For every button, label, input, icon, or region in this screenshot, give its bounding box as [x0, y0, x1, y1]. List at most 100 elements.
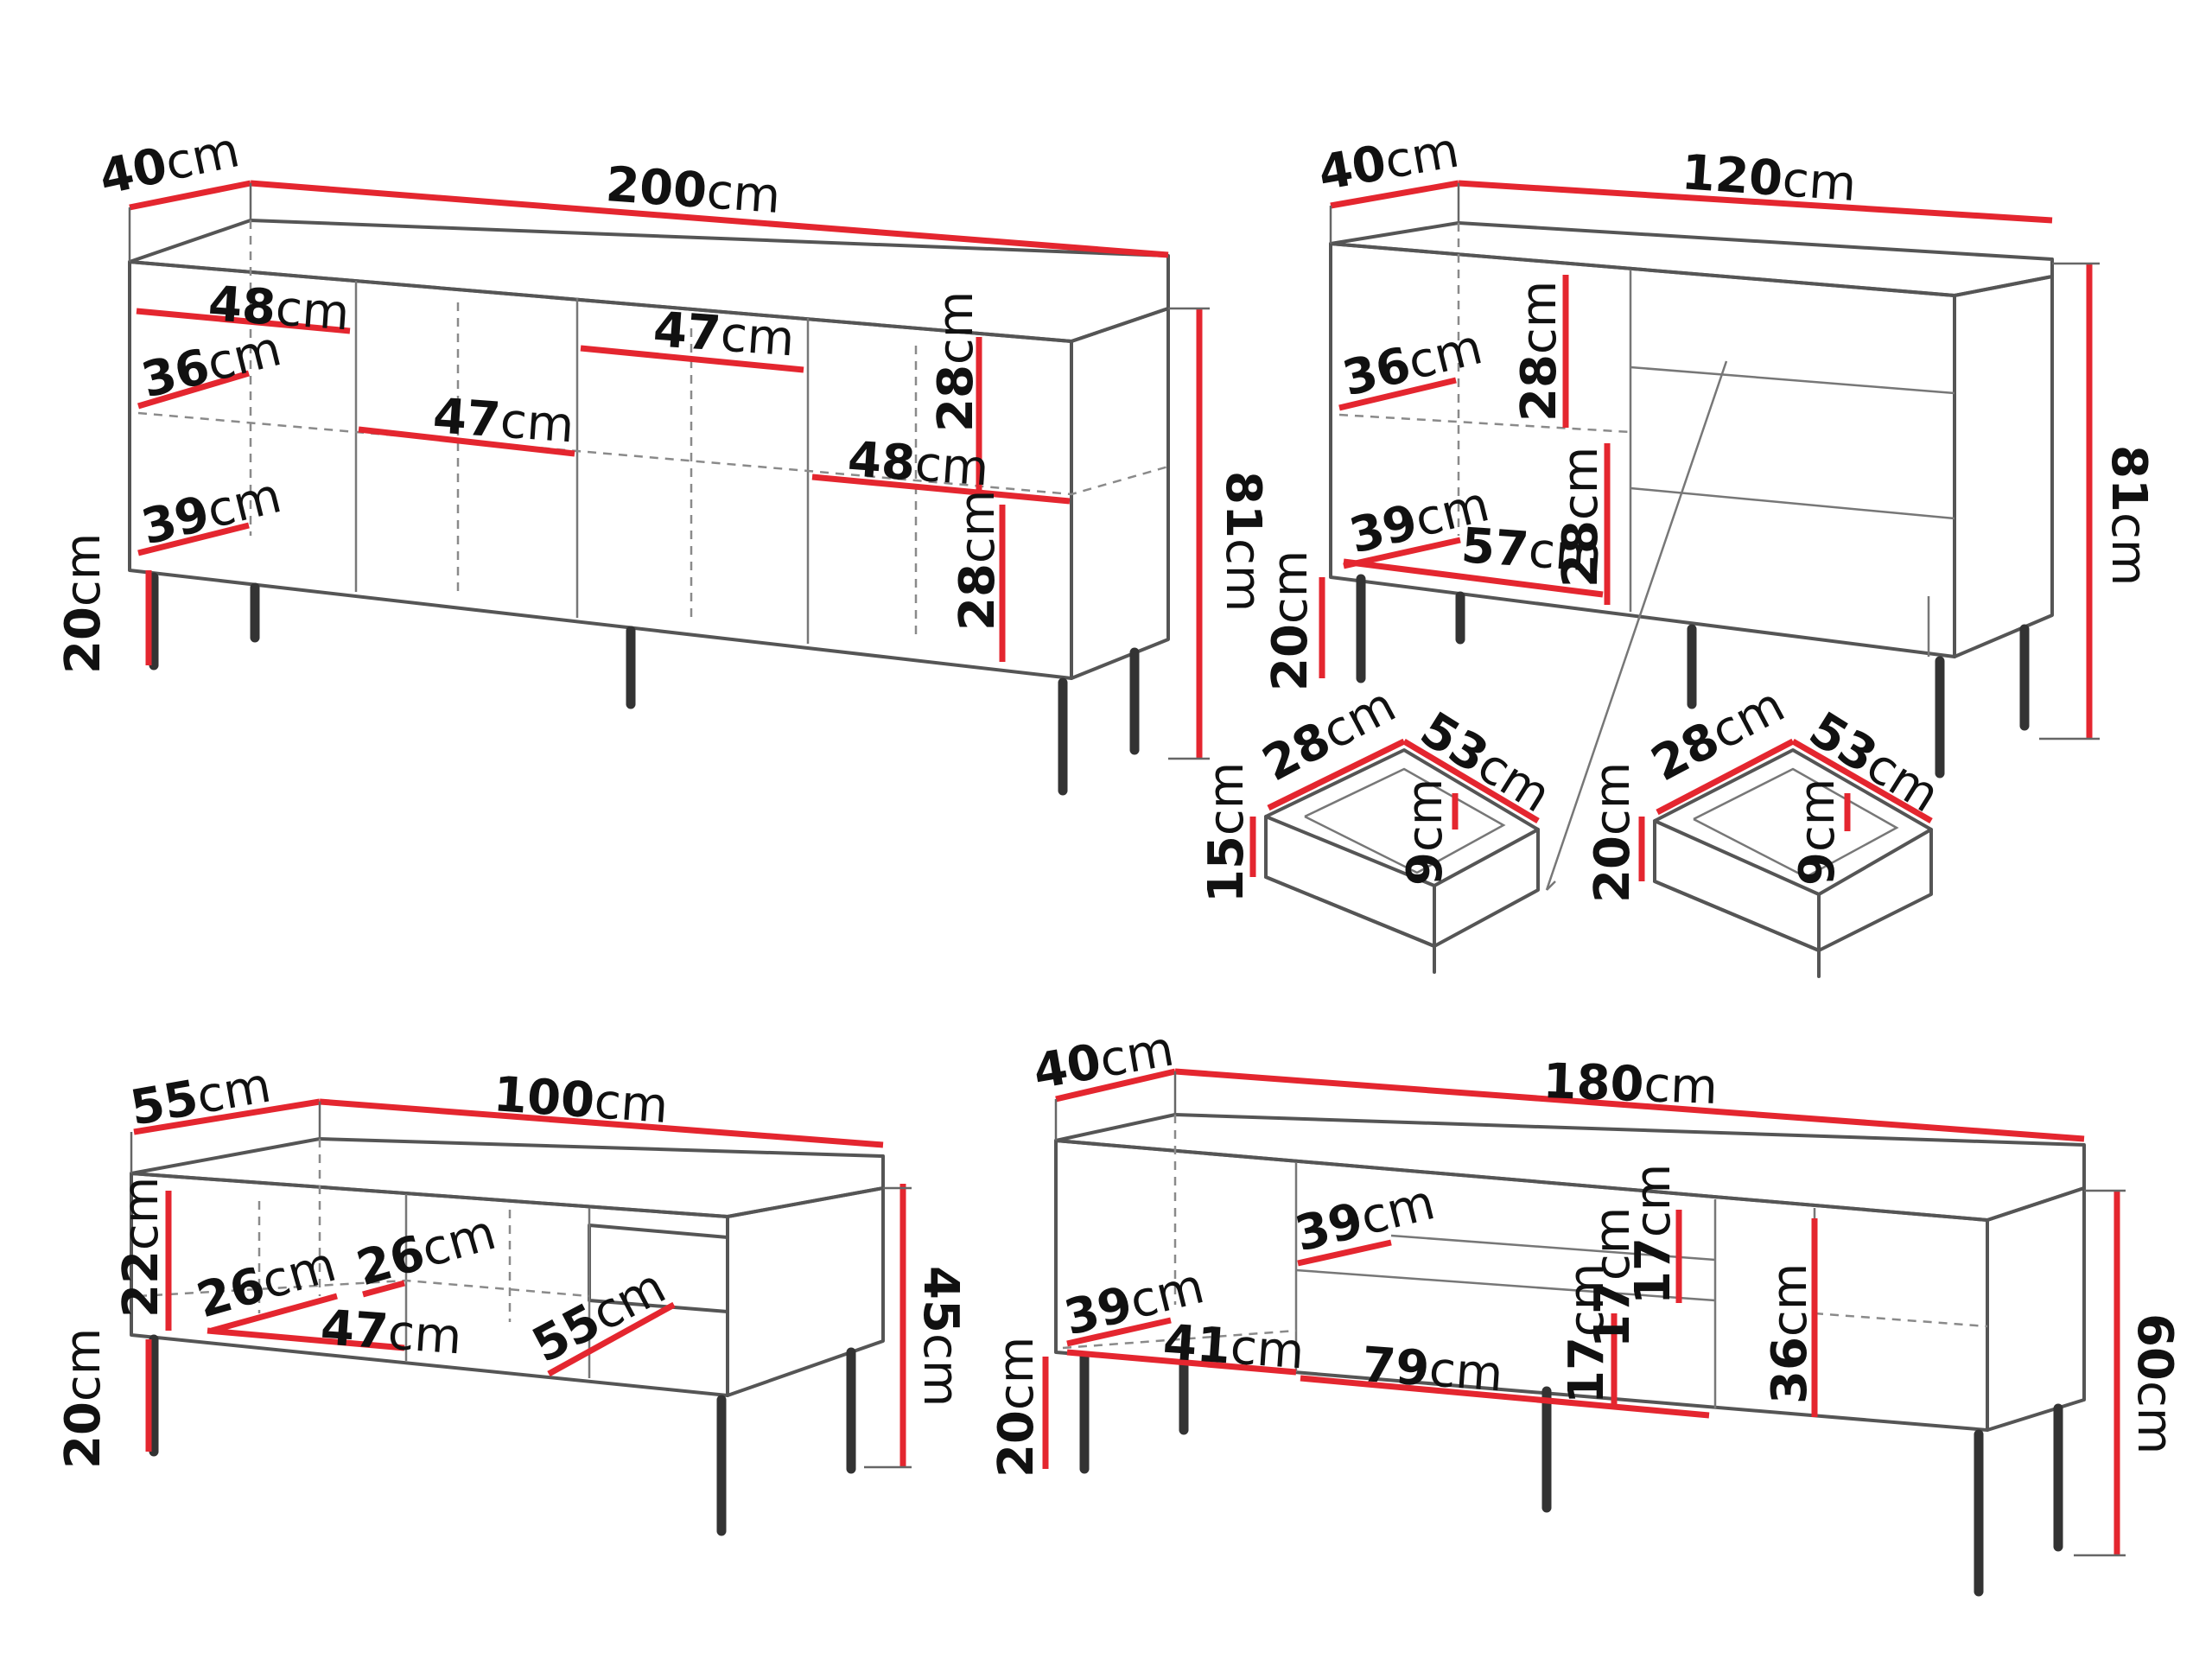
dim-line	[1458, 180, 2053, 224]
dim-line	[133, 1098, 321, 1135]
dim-line	[207, 1327, 405, 1351]
drawer-small-base	[1264, 875, 1436, 948]
drawer-front-line	[1630, 365, 1955, 395]
dim-line	[1055, 1068, 1176, 1103]
sideboard-120: 40cm 120cm 81cm 20cm 36cm 28cm 28cm 39cm…	[1262, 122, 2157, 891]
label-compartment: 28cm	[928, 291, 984, 432]
dim-line	[1066, 1317, 1172, 1347]
drawer-large: 28cm 53cm 20cm 9cm	[1585, 677, 1948, 978]
label-depth: 40cm	[94, 122, 244, 207]
tv-stand-shelf	[1390, 1234, 1716, 1262]
dim-line	[1656, 738, 1795, 816]
dim-line	[1297, 1239, 1392, 1267]
dim-line	[250, 180, 1169, 258]
pointer-line	[1546, 880, 1556, 891]
dim-line	[1343, 558, 1604, 598]
dim-line	[1300, 1375, 1710, 1419]
label-width: 120cm	[1680, 144, 1858, 213]
label-depth: 40cm	[1029, 1020, 1178, 1100]
coffee-table-side	[726, 1186, 885, 1397]
label-shelf: 36cm	[1338, 319, 1488, 408]
label-compartment-width: 47cm	[319, 1300, 463, 1365]
tv-stand: 40cm 180cm 60cm 20cm 39cm 41cm 39cm 79cm…	[988, 1020, 2183, 1597]
drawer-large-inner	[1693, 767, 1899, 879]
label-mid-height: 17cm	[1585, 1207, 1641, 1348]
drawer-small: 28cm 53cm 15cm 9cm	[1198, 677, 1560, 974]
label-shelf: 47cm	[652, 302, 796, 367]
sideboard-200-shelf	[137, 411, 1169, 496]
dim-line	[137, 370, 250, 410]
label-width: 200cm	[604, 156, 782, 225]
label-mid-height: 17cm	[1625, 1164, 1681, 1305]
tv-stand-hidden	[1062, 1329, 1297, 1350]
label-legs: 20cm	[1262, 550, 1319, 691]
dim-line	[319, 1098, 884, 1148]
label-width: 100cm	[492, 1066, 670, 1135]
pointer-line	[1545, 360, 1728, 891]
label-compartment: 28cm	[1511, 281, 1567, 422]
dim-line	[1402, 738, 1540, 824]
dim-line	[137, 522, 250, 556]
drawer-large-base	[1653, 880, 1821, 952]
label-legs: 20cm	[55, 533, 111, 674]
label-drawer-inner: 9cm	[1789, 779, 1846, 886]
tv-stand-shelf	[1295, 1268, 1716, 1302]
tv-stand-hidden	[1814, 1312, 1988, 1328]
label-height: 45cm	[912, 1266, 969, 1407]
label-compartment: 26cm	[351, 1205, 502, 1297]
dim-line	[129, 180, 251, 211]
label-drawer-inner: 9cm	[1397, 779, 1453, 886]
sideboard-120-shelf	[1338, 413, 1631, 434]
dim-line	[1330, 180, 1459, 209]
label-legs: 20cm	[55, 1328, 111, 1469]
sideboard-120-top	[1329, 221, 2054, 297]
tv-stand-top	[1054, 1113, 2086, 1222]
coffee-table-top	[130, 1137, 885, 1218]
sideboard-120-front	[1329, 242, 1956, 658]
drawer-small-inner	[1304, 767, 1506, 874]
dim-line	[1174, 1068, 2085, 1142]
sideboard-200-side	[1070, 307, 1170, 680]
label-height: 81cm	[1215, 471, 1271, 612]
label-mid-height: 17cm	[1559, 1263, 1615, 1404]
drawer-front-line	[1630, 486, 1955, 520]
label-drawer-height: 20cm	[1585, 762, 1641, 903]
label-mid-width: 79cm	[1360, 1337, 1504, 1402]
label-right-height: 36cm	[1762, 1263, 1818, 1404]
label-drawer-height: 15cm	[1198, 762, 1255, 903]
dim-line	[358, 426, 575, 457]
label-shelf-width: 41cm	[1161, 1314, 1306, 1380]
label-shelf: 47cm	[431, 388, 575, 454]
tv-stand-side	[1986, 1186, 2086, 1432]
label-shelf: 39cm	[137, 467, 287, 556]
label-inner-height: 22cm	[113, 1177, 169, 1318]
label-shelf: 36cm	[137, 321, 287, 410]
label-niche: 55cm	[524, 1258, 675, 1374]
label-shelf: 57cm	[1459, 518, 1604, 583]
dim-line	[1066, 1349, 1297, 1376]
label-shelf: 48cm	[207, 276, 351, 341]
label-shelf: 48cm	[846, 431, 990, 497]
label-depth: 55cm	[126, 1057, 275, 1136]
coffee-table-shelf	[137, 1279, 590, 1298]
dim-line	[1338, 377, 1457, 411]
dim-line	[211, 1293, 338, 1334]
sideboard-200: 40cm 200cm 81cm 20cm 48cm 36cm 47cm 47cm…	[55, 122, 1271, 796]
dim-line	[811, 474, 1071, 505]
label-compartment: 28cm	[1553, 447, 1609, 588]
label-width: 180cm	[1542, 1053, 1719, 1116]
dim-line	[362, 1280, 405, 1298]
coffee-table: 55cm 100cm 45cm 20cm 22cm 26cm 26cm 47cm…	[55, 1057, 969, 1536]
label-height: 60cm	[2126, 1313, 2183, 1454]
label-legs: 20cm	[988, 1337, 1045, 1478]
dim-line	[547, 1301, 676, 1377]
dim-line	[136, 308, 351, 334]
dim-line	[580, 345, 804, 373]
dim-line	[1791, 738, 1933, 824]
label-height: 81cm	[2101, 445, 2157, 586]
label-compartment: 28cm	[950, 490, 1006, 631]
label-depth: 40cm	[1314, 122, 1463, 201]
label-drawer-depth: 28cm	[1643, 677, 1794, 792]
